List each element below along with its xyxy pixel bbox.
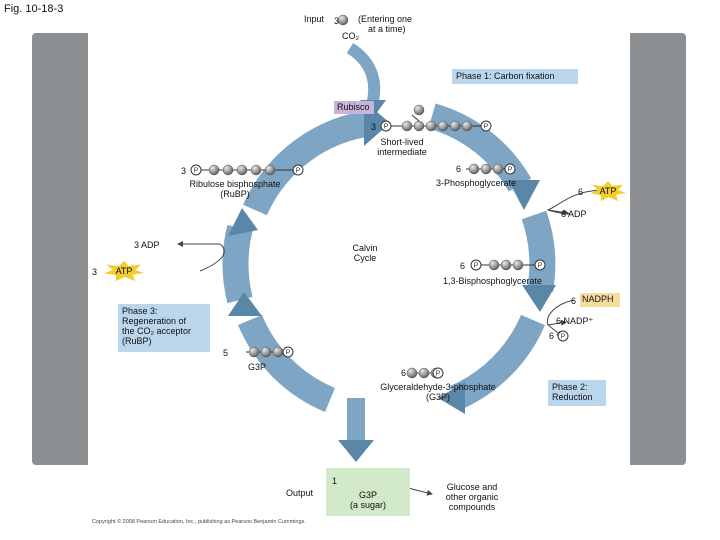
- phase3-box: Phase 3: Regeneration of the CO₂ accepto…: [118, 304, 210, 352]
- rubisco-box: Rubisco: [334, 101, 374, 114]
- phosphate-label: P: [384, 124, 389, 131]
- adp-arrowhead: [547, 209, 569, 216]
- output-g3p: G3P: [358, 490, 377, 500]
- nadp-out-label: 6 NADP⁺: [556, 316, 594, 326]
- cycle-title-line2: Cycle: [353, 253, 377, 263]
- glucose-line2: other organic: [445, 492, 499, 502]
- ring-segment-bottom-left: [237, 314, 336, 413]
- short-lived-count: 3: [371, 122, 377, 132]
- phase3-line4: (RuBP): [122, 336, 152, 346]
- glucose-line3: compounds: [448, 502, 496, 512]
- phosphate-label: P: [508, 167, 513, 174]
- atp3-arrow: [199, 243, 225, 272]
- short-lived-line1: Short-lived: [380, 137, 424, 147]
- arrowhead-2: [508, 180, 540, 210]
- phosphate-label: P: [436, 371, 441, 378]
- phase1-label: Phase 1: Carbon fixation: [456, 71, 555, 81]
- g3p-abbr: (G3P): [425, 392, 450, 402]
- phosphate-label: P: [484, 124, 489, 131]
- nadph-count: 6: [571, 296, 577, 306]
- copyright: Copyright © 2008 Pearson Education, Inc.…: [92, 519, 306, 525]
- phosphate-label: P: [286, 350, 291, 357]
- input-label: Input: [304, 14, 325, 24]
- adp3-out-label: 3 ADP: [134, 240, 160, 250]
- g3p-name: Glyceraldehyde-3-phosphate: [380, 382, 496, 392]
- cycle-title: Calvin Cycle: [340, 243, 390, 263]
- rubp-label: Ribulose bisphosphate (RuBP): [168, 179, 302, 199]
- ring-segment-bottom-right: [449, 314, 545, 410]
- arrowhead-4: [438, 382, 465, 414]
- phosphate-label: P: [194, 168, 199, 175]
- phase2-box: Phase 2: Reduction: [548, 380, 606, 406]
- rubp-abbr: (RuBP): [220, 189, 250, 199]
- output-label: Output: [286, 488, 314, 498]
- output-count: 1: [332, 476, 338, 486]
- bpg-label: 1,3-Bisphosphoglycerate: [443, 276, 543, 286]
- atp3-count: 3: [92, 267, 98, 277]
- rubisco-label: Rubisco: [337, 102, 370, 112]
- glucose-label: Glucose and other organic compounds: [434, 482, 510, 512]
- arrowhead-3: [522, 285, 556, 312]
- pga-count: 6: [456, 164, 462, 174]
- phosphate-label: P: [561, 334, 566, 341]
- output-arrow-shaft: [347, 398, 365, 444]
- recycle-label: G3P: [248, 362, 267, 372]
- phase3-line3: the CO₂ acceptor: [122, 326, 192, 336]
- bpg-count: 6: [460, 261, 466, 271]
- phosphate-label: P: [296, 168, 301, 175]
- co2-label: CO₂: [342, 31, 359, 41]
- glucose-arrow: [407, 487, 433, 496]
- phase2-line2: Reduction: [552, 392, 593, 402]
- phosphate-label: P: [538, 263, 543, 270]
- pi-count: 6: [549, 331, 555, 341]
- short-lived-line2: intermediate: [377, 147, 427, 157]
- ring-arrowheads: [228, 101, 556, 414]
- rubp-count: 3: [181, 166, 187, 176]
- arrowhead-6: [228, 208, 258, 236]
- phase3-line1: Phase 3:: [122, 306, 158, 316]
- rubp-name: Ribulose bisphosphate: [189, 179, 281, 189]
- entering-note-2: at a time): [368, 24, 406, 34]
- pga-label: 3-Phosphoglycerate: [436, 178, 517, 188]
- ring-segment-left: [222, 224, 253, 304]
- figure-label: Fig. 10-18-3: [4, 3, 64, 15]
- recycle-count: 5: [223, 348, 229, 358]
- output-product: G3P (a sugar): [330, 490, 406, 510]
- atp3-label: ATP: [115, 266, 133, 276]
- glucose-line1: Glucose and: [446, 482, 498, 492]
- input-arrow: [346, 42, 381, 107]
- cycle-ring: [222, 103, 556, 413]
- short-lived-sphere-top: [413, 104, 425, 116]
- arrowhead-5: [228, 292, 262, 316]
- output-box: [326, 468, 410, 516]
- adp-out-label: 6 ADP: [561, 209, 587, 219]
- co2-sphere: [337, 14, 349, 26]
- nadph-arrow: [546, 299, 575, 326]
- g3p-label: Glyceraldehyde-3-phosphate (G3P): [366, 382, 510, 402]
- ring-segment-top-right: [428, 103, 532, 192]
- atp-in-count: 6: [578, 187, 584, 197]
- output-arrowhead: [338, 440, 374, 462]
- atp-label: ATP: [599, 186, 617, 196]
- output-sugar: (a sugar): [349, 500, 386, 510]
- co2-count: 3: [334, 16, 340, 26]
- nadph-box: NADPH: [580, 293, 620, 307]
- phase1-box: Phase 1: Carbon fixation: [452, 69, 578, 84]
- phase3-line2: Regeneration of: [122, 316, 187, 326]
- short-lived-label: Short-lived intermediate: [366, 137, 438, 157]
- nadph-label: NADPH: [582, 294, 614, 304]
- g3p-count: 6: [401, 368, 407, 378]
- ring-segment-right: [521, 210, 556, 293]
- entering-note: (Entering one: [358, 14, 413, 24]
- ring-segment-top-left: [243, 110, 374, 216]
- phase2-line1: Phase 2:: [552, 382, 588, 392]
- phosphate-label: P: [474, 263, 479, 270]
- nadp-arrowhead: [547, 319, 567, 326]
- cycle-title-line1: Calvin: [352, 243, 378, 253]
- phosphate-groups: [190, 120, 569, 487]
